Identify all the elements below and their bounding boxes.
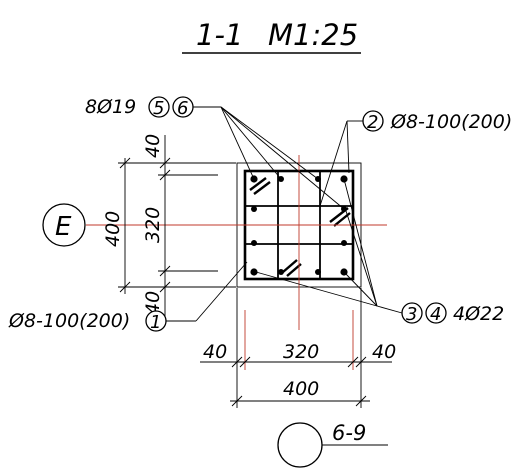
detail-reference-text: 6-9 xyxy=(332,421,366,445)
dim-inner-vertical: 320 xyxy=(142,207,164,243)
svg-text:6: 6 xyxy=(177,98,188,119)
section-number: 1-1 xyxy=(196,18,243,52)
dim-inner-horizontal: 320 xyxy=(283,341,319,363)
dim-total-horizontal: 400 xyxy=(283,378,319,400)
axis-mark-text: E xyxy=(55,212,72,242)
svg-text:5: 5 xyxy=(153,98,164,119)
vertical-dimensions: 400 40 320 40 xyxy=(102,134,236,322)
section-title: 1-1 M1:25 xyxy=(182,18,361,54)
side-bar xyxy=(278,269,284,275)
main-bars-spec: 8Ø19 xyxy=(85,96,136,118)
label-tie-top: 2 Ø8-100(200) xyxy=(319,110,512,207)
horizontal-dimensions: 40 320 40 400 xyxy=(200,288,396,408)
side-bar xyxy=(315,269,321,275)
side-bar xyxy=(251,206,257,212)
axis-bubble: E xyxy=(42,203,86,247)
corner-bar xyxy=(250,268,258,276)
tie-left-spec: Ø8-100(200) xyxy=(8,310,130,332)
corner-bars-spec: 4Ø22 xyxy=(453,303,504,325)
tie-top-spec: Ø8-100(200) xyxy=(390,111,512,133)
side-bar xyxy=(251,240,257,246)
label-tie-left: Ø8-100(200) 1 xyxy=(8,261,248,333)
section-scale: M1:25 xyxy=(268,18,358,52)
side-bar xyxy=(341,240,347,246)
mark-bubble xyxy=(148,96,170,118)
dim-cover-bottom: 40 xyxy=(142,291,164,315)
detail-reference: 6-9 xyxy=(277,421,388,468)
label-corner-bars: 3 4 4Ø22 xyxy=(255,178,504,325)
dim-cover-top: 40 xyxy=(142,134,164,158)
detail-bubble xyxy=(277,422,323,468)
svg-text:4: 4 xyxy=(430,304,441,325)
dim-cover-left: 40 xyxy=(203,341,227,363)
tie-hooks xyxy=(249,177,351,277)
label-main-bars: 8Ø19 5 6 xyxy=(85,96,345,210)
dim-cover-right: 40 xyxy=(372,341,396,363)
svg-text:2: 2 xyxy=(367,112,378,133)
dim-total-vertical: 400 xyxy=(102,211,124,247)
svg-text:3: 3 xyxy=(406,304,417,325)
mark-bubble xyxy=(425,302,447,324)
svg-text:1: 1 xyxy=(150,312,161,333)
